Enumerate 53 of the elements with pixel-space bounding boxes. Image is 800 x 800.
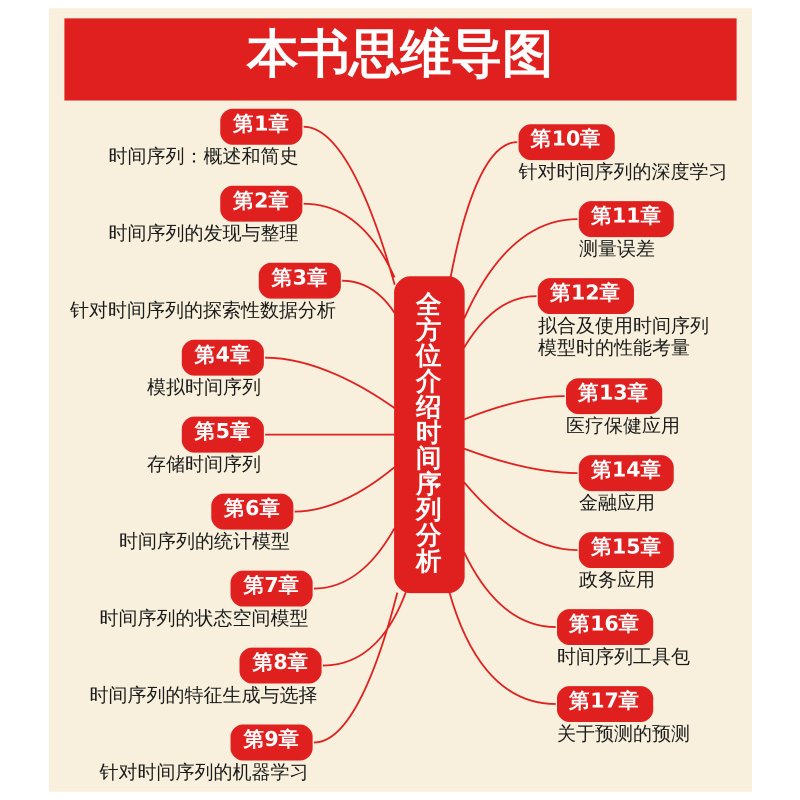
- diagram-title: 本书思维导图: [246, 24, 553, 84]
- node-box: 全方位介绍时间序列分析: [394, 276, 464, 594]
- node-label: 针对时间序列的探索性数据分析: [70, 298, 336, 322]
- node-label: 拟合及使用时间序列模型时的性能考量: [537, 314, 708, 359]
- node-box: 第15章: [578, 532, 674, 568]
- connector: [462, 218, 578, 320]
- connector: [448, 592, 556, 705]
- node-box: 第3章: [258, 262, 340, 299]
- node-label: 医疗保健应用: [565, 414, 680, 438]
- connector: [303, 126, 396, 285]
- node-label: 存储时间序列: [146, 452, 261, 476]
- node-box: 第8章: [239, 648, 322, 684]
- node-box: 第4章: [181, 340, 264, 376]
- connector: [313, 592, 398, 744]
- node-box: 第11章: [578, 201, 674, 238]
- node-box: 第16章: [556, 609, 653, 646]
- connector: [294, 466, 394, 512]
- connector: [303, 202, 395, 278]
- node-label: 时间序列的状态空间模型: [99, 606, 308, 630]
- node-label: 时间序列：概述和简史: [108, 144, 298, 168]
- connector: [462, 552, 556, 628]
- node-box: 第1章: [220, 108, 302, 145]
- connector: [322, 592, 406, 666]
- connector: [342, 280, 395, 314]
- node-box: 第9章: [230, 724, 312, 760]
- connector: [464, 448, 578, 474]
- connector: [313, 528, 395, 590]
- node-box: 第12章: [537, 278, 634, 314]
- node-label: 关于预测的预测: [556, 722, 690, 745]
- connector: [463, 395, 564, 420]
- node-label: 针对时间序列的深度学习: [518, 160, 728, 184]
- node-label: 时间序列工具包: [556, 644, 690, 668]
- node-box: 第13章: [565, 378, 662, 414]
- node-label: 政务应用: [578, 568, 654, 592]
- node-label: 时间序列的特征生成与选择: [88, 683, 317, 706]
- node-label: 针对时间序列的机器学习: [99, 760, 308, 784]
- node-label: 测量误差: [578, 237, 654, 260]
- node-label: 时间序列的发现与整理: [108, 222, 298, 245]
- node-box: 第7章: [230, 570, 312, 607]
- connector: [462, 482, 578, 551]
- node-box: 第14章: [578, 455, 674, 492]
- node-label: 模拟时间序列: [146, 376, 261, 399]
- node-label: 时间序列的统计模型: [118, 530, 290, 553]
- node-label: 金融应用: [578, 491, 654, 514]
- node-box: 第10章: [518, 124, 614, 160]
- connector: [449, 141, 517, 278]
- node-box: 第6章: [210, 494, 293, 530]
- connector: [462, 295, 536, 348]
- node-box: 第2章: [220, 186, 302, 222]
- connector: [264, 434, 394, 436]
- connector: [264, 356, 395, 409]
- node-box: 第5章: [181, 416, 264, 453]
- node-box: 第17章: [556, 686, 653, 722]
